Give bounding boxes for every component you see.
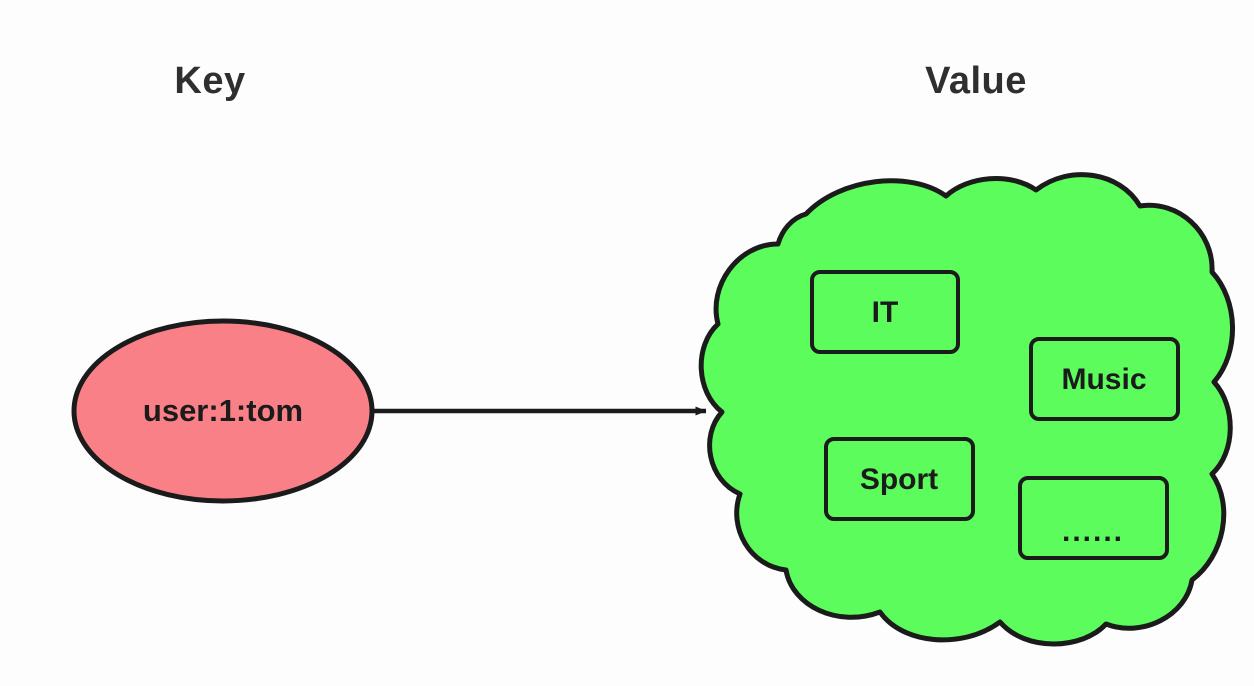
value-item-more-box bbox=[1018, 476, 1169, 560]
value-item-sport-box bbox=[824, 437, 975, 521]
value-item-it-box bbox=[810, 270, 960, 354]
key-column-heading: Key bbox=[174, 60, 246, 102]
value-item-music-label: Music bbox=[1061, 363, 1146, 396]
value-item-more[interactable]: ...... bbox=[1018, 476, 1169, 560]
value-column-heading: Value bbox=[925, 60, 1027, 102]
key-node-label: user:1:tom bbox=[143, 393, 303, 428]
value-cloud-node[interactable]: IT Music Sport ...... bbox=[698, 172, 1235, 647]
value-item-it[interactable]: IT bbox=[810, 270, 960, 354]
value-item-more-label: ...... bbox=[1062, 515, 1124, 548]
key-node-ellipse bbox=[71, 318, 375, 504]
value-item-it-label: IT bbox=[872, 296, 899, 329]
value-item-sport[interactable]: Sport bbox=[824, 437, 975, 521]
value-item-music[interactable]: Music bbox=[1029, 337, 1180, 421]
key-node[interactable]: user:1:tom bbox=[71, 318, 375, 504]
value-item-sport-label: Sport bbox=[860, 463, 938, 496]
value-item-music-box bbox=[1029, 337, 1180, 421]
